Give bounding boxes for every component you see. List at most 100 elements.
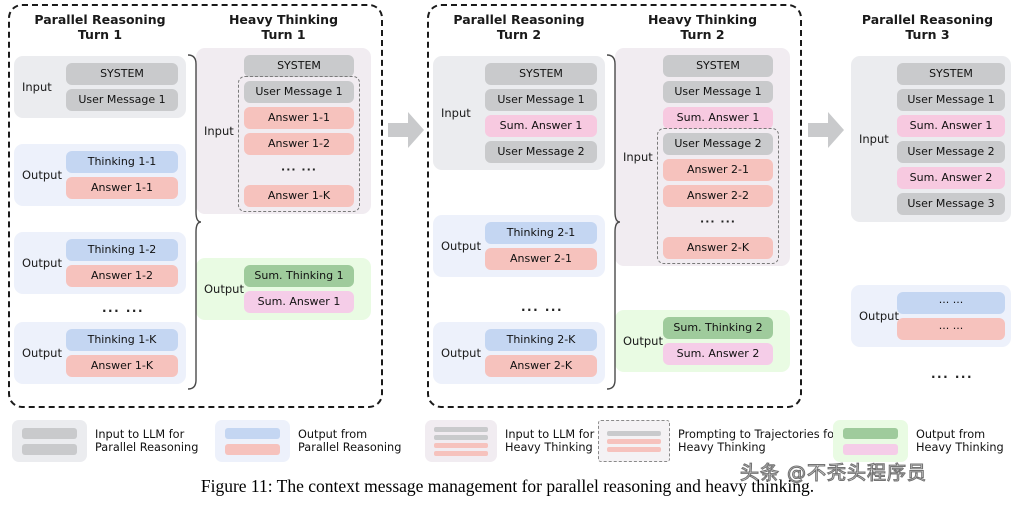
chip-message: SYSTEM <box>66 63 178 85</box>
curly-brace <box>606 54 621 390</box>
chip-message: SYSTEM <box>897 63 1005 85</box>
figure-caption: Figure 11: The context message managemen… <box>200 476 815 496</box>
chip-message: Thinking 1-2 <box>66 239 178 261</box>
chip-message: Answer 2-1 <box>485 248 597 270</box>
legend-color-swatch <box>434 450 488 456</box>
legend-color-swatch <box>607 438 661 444</box>
chip-message: Answer 1-K <box>244 185 354 207</box>
panel-title-line2: Turn 1 <box>77 27 123 42</box>
group-label-output: Output <box>22 168 62 182</box>
chip-message: Sum. Answer 1 <box>897 115 1005 137</box>
legend-label-line2: Heavy Thinking <box>678 441 766 454</box>
legend-color-swatch <box>434 442 488 448</box>
legend-color-swatch <box>22 443 77 455</box>
chip-message: Answer 2-K <box>485 355 597 377</box>
ellipsis-more: ··· ··· <box>521 303 564 317</box>
group-label-output: Output <box>623 334 663 348</box>
legend-label-line1: Input to LLM for <box>95 427 185 441</box>
chip-message: User Message 1 <box>663 81 773 103</box>
legend-swatch-legend-prompting-trajectories <box>598 420 670 462</box>
chip-message: User Message 2 <box>663 133 773 155</box>
chip-message: ··· ··· <box>897 292 1005 314</box>
legend-color-swatch <box>225 427 280 439</box>
legend-color-swatch <box>607 446 661 452</box>
chip-message: Answer 1-K <box>66 355 178 377</box>
panel-title-line1: Parallel Reasoning <box>34 12 166 27</box>
ellipsis-more: ··· ··· <box>931 370 974 384</box>
chip-message: SYSTEM <box>663 55 773 77</box>
chip-message: Answer 2-2 <box>663 185 773 207</box>
legend-swatch-legend-input-heavy <box>425 420 497 462</box>
legend-color-swatch <box>607 430 661 436</box>
legend-color-swatch <box>434 434 488 440</box>
chip-message: Sum. Thinking 1 <box>244 265 354 287</box>
chip-message: Answer 1-1 <box>66 177 178 199</box>
legend-label-line1: Output from <box>298 427 368 441</box>
chip-message: User Message 2 <box>897 141 1005 163</box>
chip-message: User Message 1 <box>897 89 1005 111</box>
legend-color-swatch <box>843 443 898 455</box>
group-label-output: Output <box>441 346 481 360</box>
panel-title-line1: Heavy Thinking <box>647 12 758 27</box>
chip-message: User Message 2 <box>485 141 597 163</box>
chip-message: SYSTEM <box>244 55 354 77</box>
legend-color-swatch <box>843 427 898 439</box>
group-label-output: Output <box>441 239 481 253</box>
ellipsis-more: ··· ··· <box>102 304 145 318</box>
panel-title-line2: Turn 2 <box>680 27 725 42</box>
chip-message: User Message 1 <box>485 89 597 111</box>
curly-brace <box>187 54 202 390</box>
group-label-output: Output <box>22 256 62 270</box>
chip-message: Answer 2-1 <box>663 159 773 181</box>
legend-swatch-legend-output-parallel <box>215 420 290 462</box>
legend-label-line2: Heavy Thinking <box>505 441 593 454</box>
chip-message: Answer 2-K <box>663 237 773 259</box>
group-label-output: Output <box>204 282 244 296</box>
group-label-input: Input <box>204 124 234 138</box>
group-label-input: Input <box>623 150 653 164</box>
legend-label-line2: Heavy Thinking <box>916 441 1004 454</box>
legend-label-line1: Prompting to Trajectories for <box>678 427 839 441</box>
chip-message: User Message 1 <box>66 89 178 111</box>
legend-color-swatch <box>225 443 280 455</box>
group-label-output: Output <box>859 309 899 323</box>
legend-label-line1: Input to LLM for <box>505 427 595 441</box>
flow-arrow-icon <box>388 112 424 148</box>
panel-title-line2: Turn 3 <box>905 27 950 42</box>
legend-label-line1: Output from <box>916 427 986 441</box>
legend-swatch-legend-input-parallel <box>12 420 87 462</box>
chip-message: Thinking 1-K <box>66 329 178 351</box>
chip-message: Answer 1-2 <box>244 133 354 155</box>
chip-message: Sum. Thinking 2 <box>663 317 773 339</box>
chip-message: Thinking 1-1 <box>66 151 178 173</box>
panel-title-line2: Turn 1 <box>261 27 306 42</box>
chip-message: Sum. Answer 1 <box>485 115 597 137</box>
chip-message: Sum. Answer 2 <box>897 167 1005 189</box>
chip-message: Sum. Answer 2 <box>663 343 773 365</box>
group-label-output: Output <box>22 346 62 360</box>
chip-message: User Message 1 <box>244 81 354 103</box>
flow-arrow-icon <box>808 112 844 148</box>
panel-title-line1: Heavy Thinking <box>228 12 339 27</box>
chip-message: Sum. Answer 1 <box>663 107 773 129</box>
chip-ellipsis: ··· ··· <box>281 163 317 176</box>
group-label-input: Input <box>441 106 471 120</box>
chip-message: Thinking 2-K <box>485 329 597 351</box>
trajectory-box-heavy-thinking-turn-2 <box>657 128 779 264</box>
